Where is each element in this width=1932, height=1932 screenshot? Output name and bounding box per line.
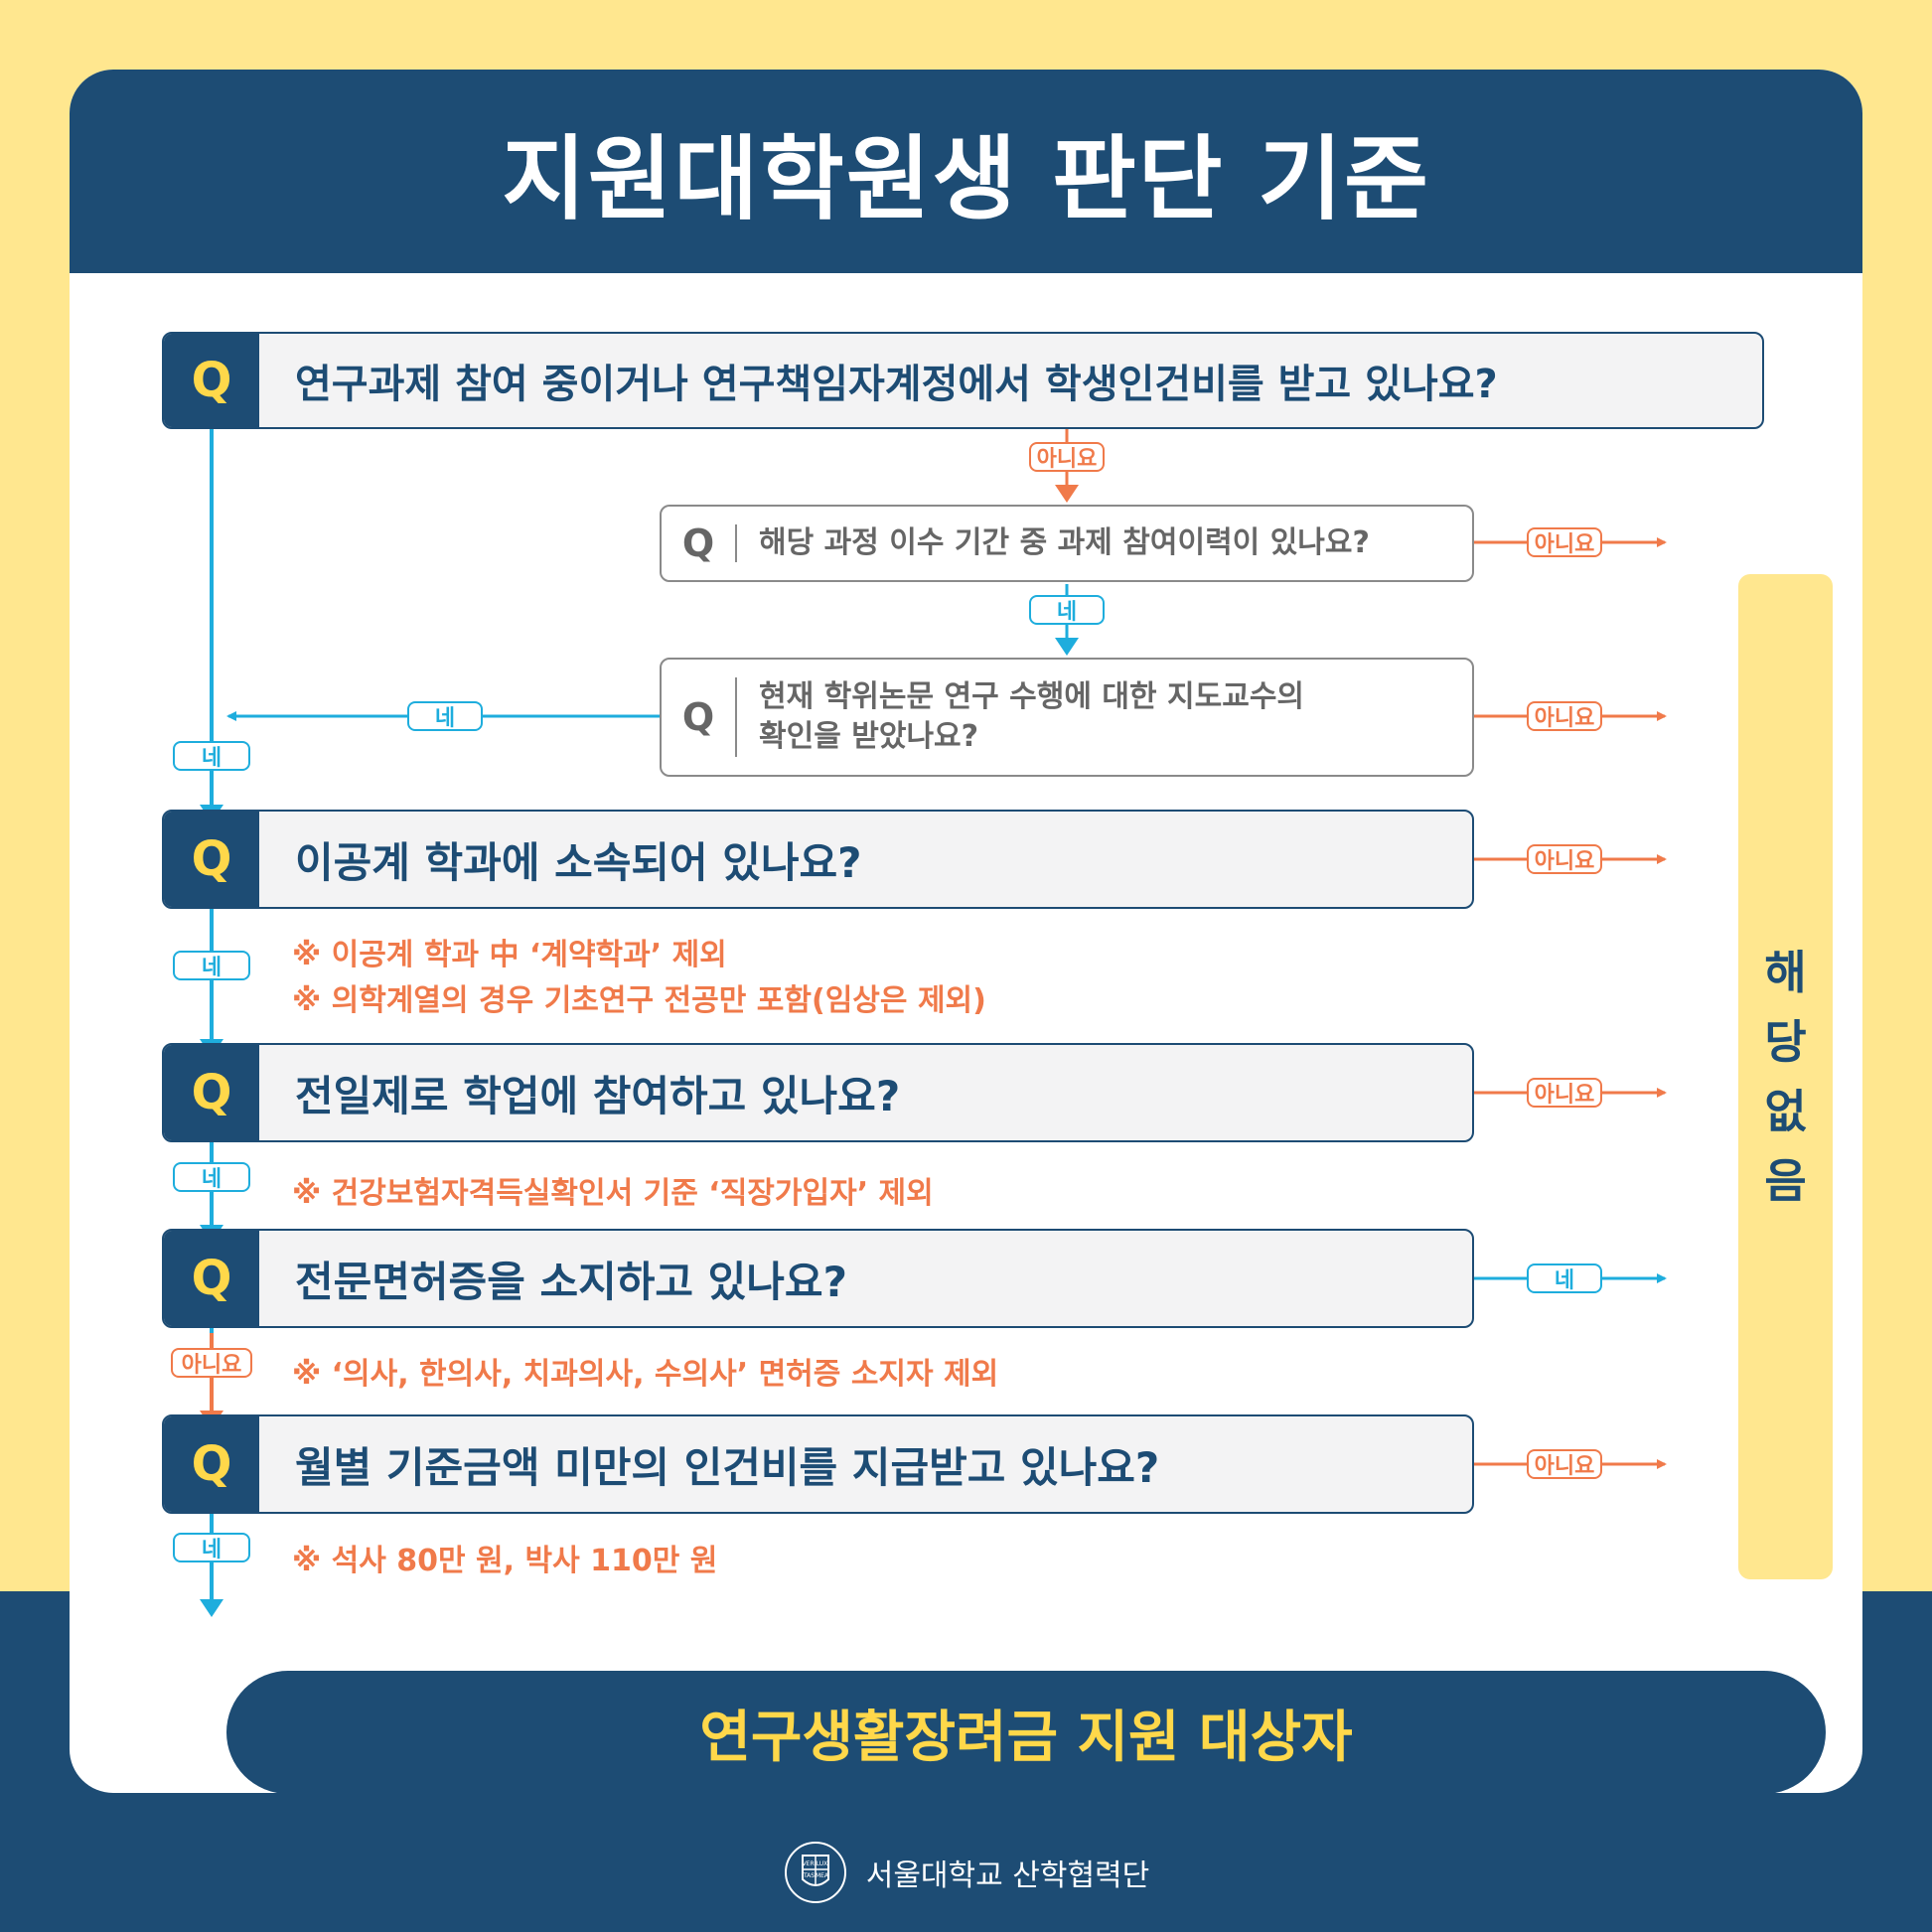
seal-text: TAS — [803, 1872, 815, 1879]
flowchart-card: 지원대학원생 판단 기준 — [70, 70, 1862, 1793]
q-badge: Q — [681, 521, 715, 565]
yes-label: 네 — [1029, 595, 1105, 625]
no-label: 아니요 — [1527, 1449, 1602, 1479]
question-2: Q 이공계 학과에 소속되어 있나요? — [162, 810, 1474, 909]
seal-text: LUX — [816, 1860, 827, 1867]
question-1b: Q 현재 학위논문 연구 수행에 대한 지도교수의 확인을 받았나요? — [660, 658, 1474, 777]
q-badge: Q — [164, 812, 259, 907]
q-badge: Q — [164, 1231, 259, 1326]
q-badge: Q — [681, 695, 715, 739]
question-5: Q 월별 기준금액 미만의 인건비를 지급받고 있나요? — [162, 1414, 1474, 1514]
question-1a-text: 해당 과정 이수 기간 중 과제 참여이력이 있나요? — [759, 525, 1370, 560]
note-amount: ※ 석사 80만 원, 박사 110만 원 — [292, 1544, 718, 1578]
result-box: 연구생활장려금 지원 대상자 — [226, 1671, 1826, 1793]
q-badge: Q — [164, 1045, 259, 1140]
question-3-text: 전일제로 학업에 참여하고 있나요? — [295, 1071, 901, 1120]
q-badge: Q — [164, 334, 259, 427]
seal-text: MEA — [816, 1872, 829, 1879]
no-label: 아니요 — [1527, 527, 1602, 557]
question-1: Q 연구과제 참여 중이거나 연구책임자계정에서 학생인건비를 받고 있나요? — [162, 332, 1764, 429]
question-4: Q 전문면허증을 소지하고 있나요? — [162, 1229, 1474, 1328]
question-1b-line2: 확인을 받았나요? — [759, 719, 979, 754]
no-label: 아니요 — [1527, 1078, 1602, 1108]
organization-name: 서울대학교 산학협력단 — [865, 1858, 1150, 1893]
result-text: 연구생활장려금 지원 대상자 — [699, 1705, 1353, 1770]
yes-label: 네 — [1527, 1263, 1602, 1293]
no-label: 아니요 — [171, 1348, 252, 1378]
question-2-text: 이공계 학과에 소속되어 있나요? — [295, 837, 862, 887]
question-1b-text: 현재 학위논문 연구 수행에 대한 지도교수의 확인을 받았나요? — [737, 677, 1304, 757]
seal-text: VERI — [802, 1860, 816, 1867]
note-license: ※ ‘의사, 한의사, 치과의사, 수의사’ 면허증 소지자 제외 — [292, 1357, 999, 1392]
question-1b-line1: 현재 학위논문 연구 수행에 대한 지도교수의 — [759, 679, 1305, 714]
yes-label: 네 — [173, 951, 250, 980]
no-label: 아니요 — [1527, 844, 1602, 874]
yes-label: 네 — [173, 1533, 250, 1562]
question-4-text: 전문면허증을 소지하고 있나요? — [295, 1257, 847, 1306]
no-label: 아니요 — [1527, 701, 1602, 731]
not-applicable-char: 해 — [1764, 946, 1807, 999]
q-badge: Q — [164, 1416, 259, 1512]
not-applicable-char: 당 — [1764, 1015, 1807, 1069]
question-3: Q 전일제로 학업에 참여하고 있나요? — [162, 1043, 1474, 1142]
divider — [735, 677, 737, 757]
header-band: 지원대학원생 판단 기준 — [70, 70, 1862, 273]
question-1a: Q 해당 과정 이수 기간 중 과제 참여이력이 있나요? — [660, 505, 1474, 582]
note-medical: ※ 의학계열의 경우 기초연구 전공만 포함(임상은 제외) — [292, 983, 986, 1018]
question-1-text: 연구과제 참여 중이거나 연구책임자계정에서 학생인건비를 받고 있나요? — [295, 362, 1498, 407]
yes-label: 네 — [173, 1162, 250, 1192]
footer: VERI TAS LUX MEA 서울대학교 산학협력단 — [0, 1838, 1932, 1907]
not-applicable-char: 없 — [1764, 1085, 1807, 1138]
not-applicable-char: 음 — [1764, 1154, 1807, 1208]
not-applicable-box: 해 당 없 음 — [1738, 574, 1833, 1579]
question-5-text: 월별 기준금액 미만의 인건비를 지급받고 있나요? — [295, 1442, 1160, 1492]
university-seal-icon: VERI TAS LUX MEA — [784, 1842, 846, 1903]
note-health-insurance: ※ 건강보험자격득실확인서 기준 ‘직장가입자’ 제외 — [292, 1176, 934, 1211]
page-title: 지원대학원생 판단 기준 — [502, 126, 1430, 232]
no-label: 아니요 — [1029, 442, 1105, 472]
yes-label: 네 — [407, 701, 483, 731]
yes-label: 네 — [173, 741, 250, 771]
note-contract-dept: ※ 이공계 학과 中 ‘계약학과’ 제외 — [292, 938, 727, 972]
divider — [735, 524, 737, 562]
